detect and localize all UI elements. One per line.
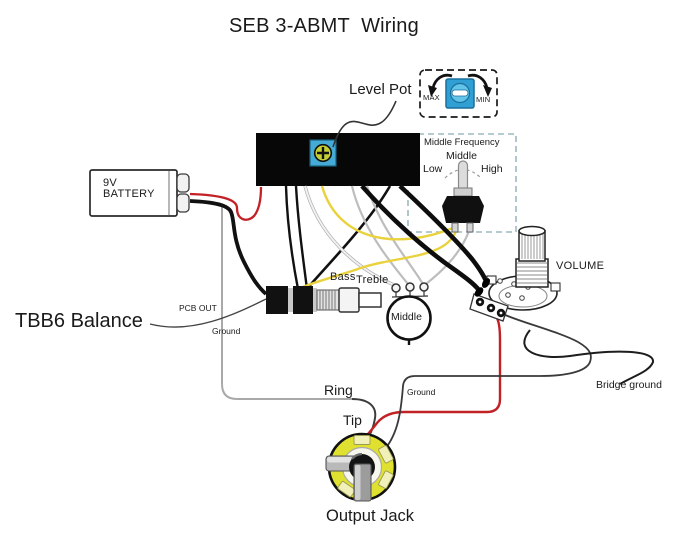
trimmer-screw-slot-icon xyxy=(451,89,469,97)
level-pot-trimmer-icon xyxy=(309,139,337,167)
output-jack-caption: Output Jack xyxy=(326,507,415,525)
treble-label: Treble xyxy=(356,274,389,286)
pot-lug-icon xyxy=(391,283,401,293)
volume-pot xyxy=(469,225,561,322)
bridge-ground-label: Bridge ground xyxy=(596,379,662,391)
balance-pot-label: TBB6 Balance xyxy=(15,310,143,332)
ground-wire-to-jack xyxy=(384,313,592,450)
pcb-black-wire xyxy=(284,185,300,290)
yellow-wire-switch-to-pot xyxy=(302,230,458,289)
middle-frequency-title: Middle Frequency xyxy=(424,137,500,148)
trimmer-pot-icon xyxy=(445,78,475,109)
battery-terminal-icon xyxy=(176,193,190,213)
battery-9v xyxy=(89,169,190,217)
ring-label: Ring xyxy=(324,382,353,398)
ring-wire xyxy=(221,207,352,400)
yellow-wire-pcb-to-switch xyxy=(320,185,454,241)
switch-high-label: High xyxy=(481,163,503,175)
middle-pot xyxy=(386,282,432,345)
balance-stacked-pot xyxy=(266,286,382,314)
output-jack xyxy=(325,432,397,502)
jack-notches xyxy=(337,435,394,498)
diagram-title: SEB 3-ABMT Wiring xyxy=(229,15,419,37)
switch-low-label: Low xyxy=(423,163,443,175)
min-label: MIN xyxy=(476,95,491,104)
balance-pointer-line xyxy=(149,298,267,328)
black-wire-pcb-to-volume xyxy=(398,184,489,282)
pcb-black-wire xyxy=(294,185,309,290)
jack-ground-label: Ground xyxy=(407,387,436,397)
level-pot-pointer-line xyxy=(332,100,397,148)
pcb-white-wire xyxy=(304,185,395,286)
switch-middle-label: Middle xyxy=(446,150,477,162)
black-wire-pcb-to-volume xyxy=(360,184,481,292)
tip-label: Tip xyxy=(343,412,362,428)
rotate-cw-arrow-icon xyxy=(467,73,492,97)
trim-adjust-box xyxy=(419,69,498,118)
pcb-black-wire xyxy=(304,185,392,292)
battery-black-wire xyxy=(189,199,268,296)
rotate-ccw-arrow-icon xyxy=(428,73,453,97)
switch-lever-icon xyxy=(457,160,469,192)
pot-lug-icon xyxy=(419,282,429,292)
volume-label: VOLUME xyxy=(556,260,605,272)
pot-lug-icon xyxy=(405,282,415,292)
battery-label-line2: BATTERY xyxy=(103,188,155,200)
pcb-out-label: PCB OUT xyxy=(179,303,217,313)
battery-red-wire xyxy=(189,186,263,221)
middle-pot-label: Middle xyxy=(391,311,422,323)
battery-label-line1: 9V xyxy=(103,177,118,189)
ground-left-label: Ground xyxy=(212,326,241,336)
wires xyxy=(149,100,654,450)
gray-wire-switch-to-pot xyxy=(425,230,471,285)
bass-label: Bass xyxy=(330,271,356,283)
bridge-ground-wire xyxy=(523,329,654,385)
pcb-gray-wire xyxy=(350,185,409,285)
battery-terminal-icon xyxy=(176,173,190,193)
middle-frequency-switch xyxy=(442,160,484,233)
level-pot-label: Level Pot xyxy=(349,81,412,98)
max-label: MAX xyxy=(423,93,440,102)
preamp-pcb xyxy=(256,133,420,186)
red-wire-volume-to-tip xyxy=(361,310,502,442)
